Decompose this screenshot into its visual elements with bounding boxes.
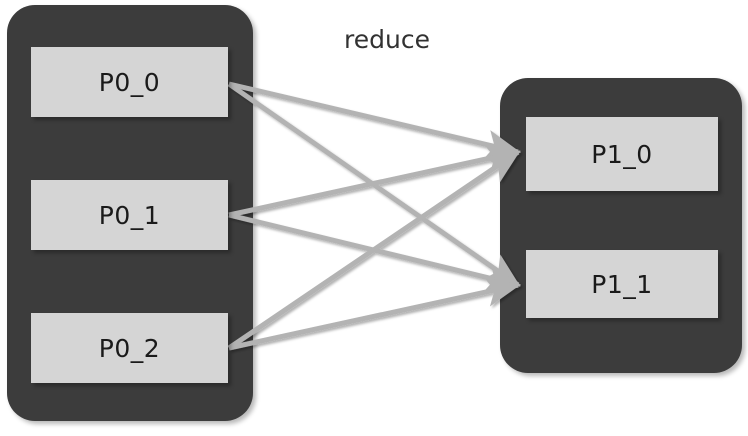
node-p1-0[interactable]: P1_0 [526,117,718,191]
edge-label-reduce: reduce [344,25,430,54]
edge-p0_0-to-p1_0 [228,81,521,160]
edge-p0_1-to-p1_1 [228,212,521,293]
edge-p0_2-to-p1_1 [228,277,521,351]
node-p1-1[interactable]: P1_1 [526,250,718,318]
edge-p0_1-to-p1_0 [228,144,521,218]
edge-p0_0-to-p1_1 [227,81,521,288]
node-p0-1[interactable]: P0_1 [31,180,228,250]
edge-p0_2-to-p1_0 [227,149,521,351]
node-p0-2[interactable]: P0_2 [31,313,228,383]
node-p0-0[interactable]: P0_0 [31,47,228,117]
